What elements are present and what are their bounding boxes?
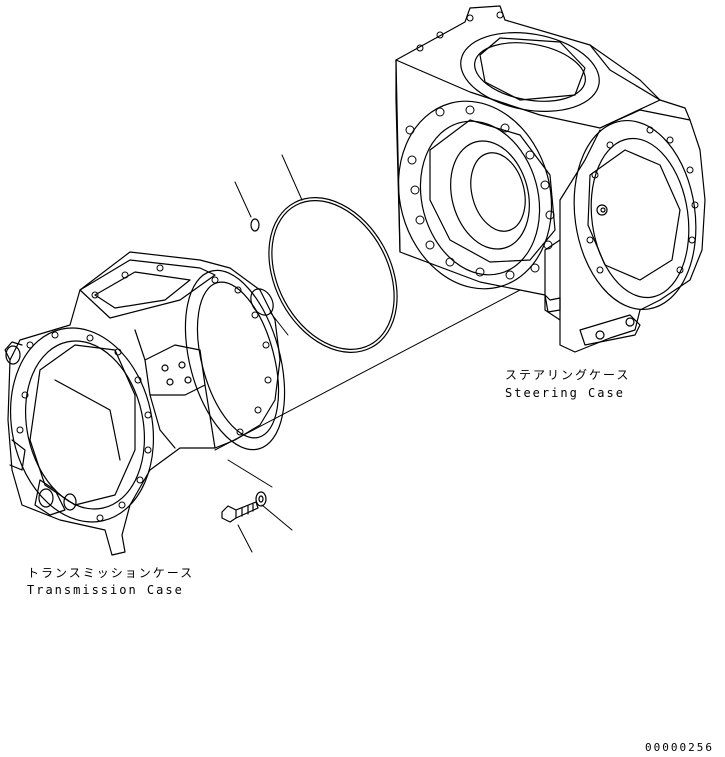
steering-case-label-jp: ステアリングケース <box>505 368 631 382</box>
steering-case-label-en: Steering Case <box>505 386 625 400</box>
washer <box>255 491 267 507</box>
transmission-case-bolt-holes <box>16 264 272 522</box>
bolt <box>221 501 259 523</box>
transmission-case-label-en: Transmission Case <box>27 583 184 597</box>
transmission-case-label-jp: トランスミッションケース <box>27 566 195 580</box>
o-ring-gasket <box>268 197 398 353</box>
leader-lines <box>214 154 521 553</box>
transmission-case <box>4 251 286 556</box>
drawing-number: 00000256 <box>645 741 714 754</box>
small-o-ring <box>250 218 260 232</box>
steering-case-bolt-holes <box>405 11 699 280</box>
steering-case <box>395 5 706 353</box>
